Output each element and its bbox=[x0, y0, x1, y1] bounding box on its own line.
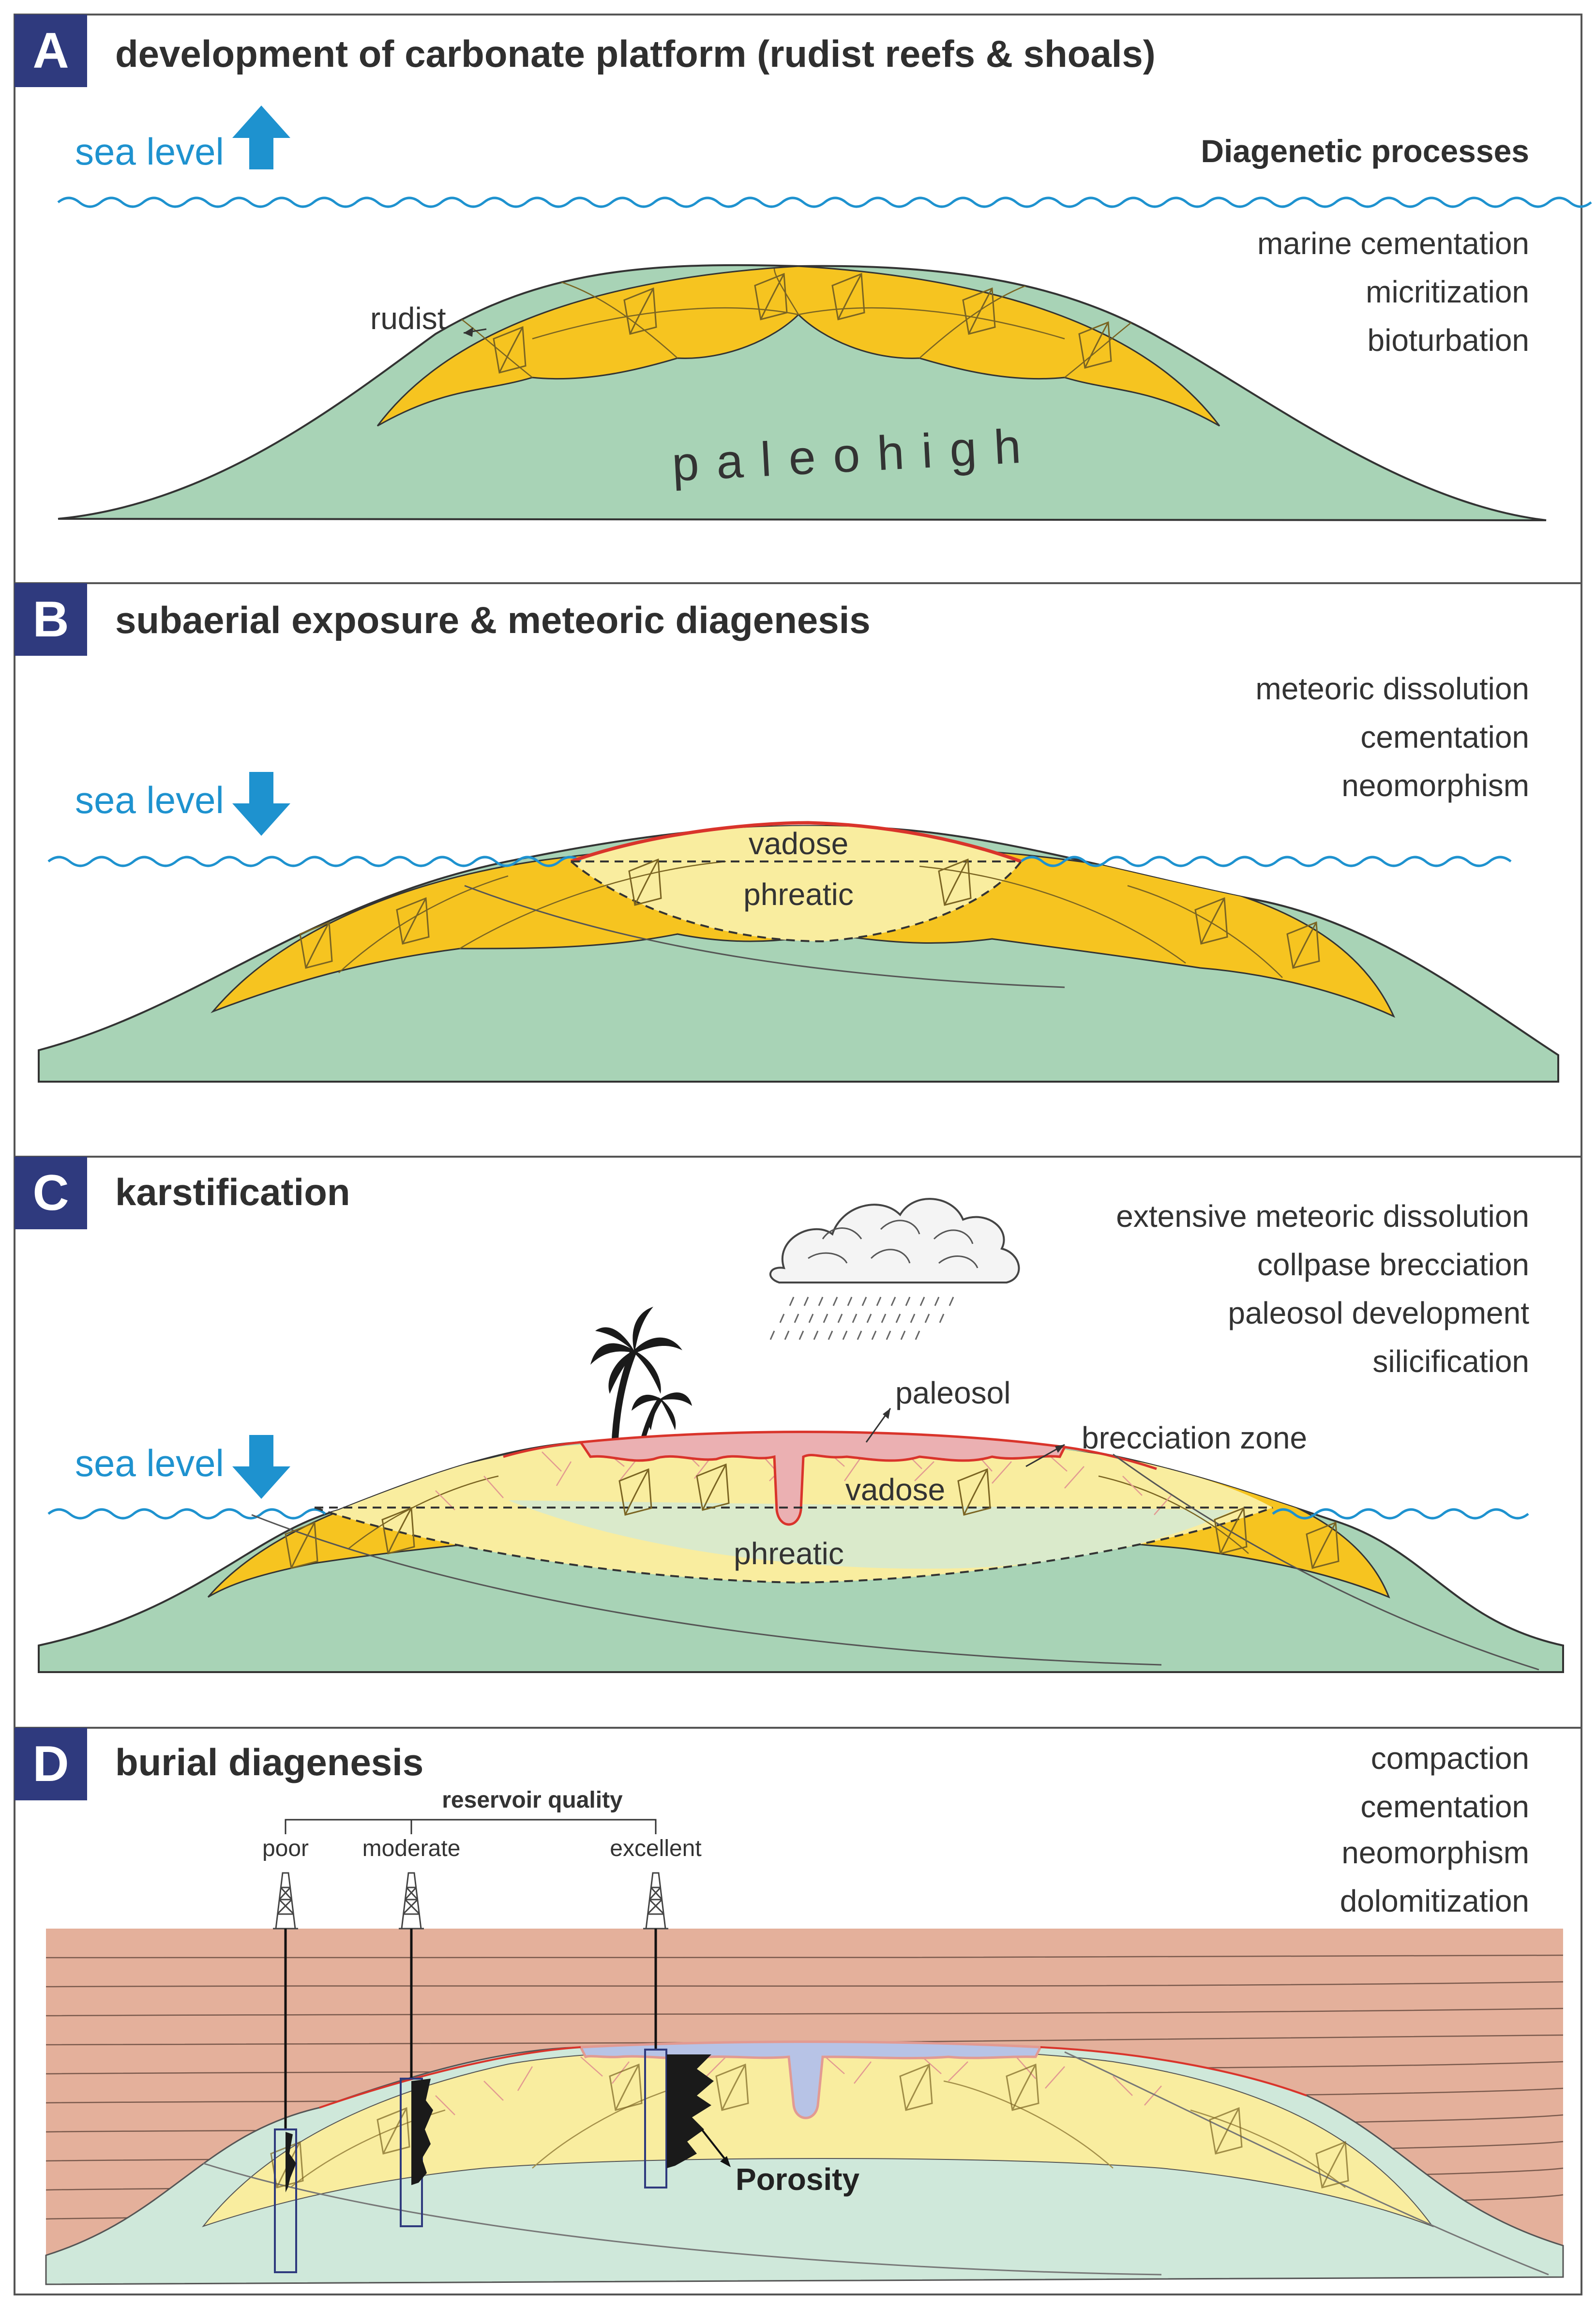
sea-level-line bbox=[57, 196, 1592, 208]
porosity-label: Porosity bbox=[736, 2162, 859, 2197]
process-item: paleosol development bbox=[1228, 1296, 1529, 1330]
reservoir-quality-label: reservoir quality bbox=[442, 1787, 623, 1813]
sea-level-line bbox=[47, 1508, 1529, 1520]
process-item: dolomitization bbox=[1340, 1884, 1529, 1918]
process-item: marine cementation bbox=[1257, 226, 1529, 261]
panel-d-title: burial diagenesis bbox=[115, 1741, 423, 1783]
panel-a-badge bbox=[15, 15, 87, 87]
panel-d-badge bbox=[15, 1728, 87, 1800]
panel-a-letter: A bbox=[32, 23, 69, 79]
well-log-box bbox=[644, 2049, 667, 2188]
well-moderate bbox=[398, 1872, 433, 2227]
rudist-reef-layer bbox=[376, 265, 1220, 427]
panel-a-title: development of carbonate platform (rudis… bbox=[115, 32, 1156, 75]
sea-level-label: sea level bbox=[75, 779, 224, 821]
buried-reef-layer bbox=[202, 2047, 1434, 2228]
exposed-zone bbox=[571, 826, 1021, 941]
panel-d: D burial diagenesis compaction cementati… bbox=[14, 1727, 1582, 2295]
panel-a: A development of carbonate platform (rud… bbox=[14, 14, 1592, 584]
well-label-excellent: excellent bbox=[610, 1836, 701, 1861]
rain-cloud-icon bbox=[769, 1198, 1020, 1340]
panel-b-title: subaerial exposure & meteoric diagenesis bbox=[115, 599, 871, 641]
panel-b-badge bbox=[15, 583, 87, 656]
panel-d-letter: D bbox=[32, 1736, 69, 1792]
porosity-log bbox=[286, 2132, 296, 2192]
process-item: collpase brecciation bbox=[1257, 1247, 1529, 1282]
process-item: meteoric dissolution bbox=[1255, 671, 1529, 706]
phreatic-label: phreatic bbox=[734, 1536, 844, 1571]
well-label-moderate: moderate bbox=[362, 1836, 461, 1861]
sea-level-line bbox=[47, 856, 1512, 867]
processes-title: Diagenetic processes bbox=[1201, 133, 1529, 169]
sea-level-label: sea level bbox=[75, 130, 224, 173]
process-item: neomorphism bbox=[1341, 1835, 1529, 1870]
panel-c-letter: C bbox=[32, 1165, 69, 1221]
rudist-label: rudist bbox=[370, 301, 446, 336]
brecciation-zone-label: brecciation zone bbox=[1082, 1420, 1307, 1455]
process-item: cementation bbox=[1360, 720, 1529, 755]
panel-c-title: karstification bbox=[115, 1171, 350, 1213]
process-item: cementation bbox=[1360, 1789, 1529, 1824]
reservoir-quality-bracket bbox=[285, 1819, 657, 1834]
well-label-poor: poor bbox=[262, 1836, 309, 1861]
water-table bbox=[314, 1507, 1273, 1584]
exposure-surface bbox=[570, 821, 1022, 863]
paleosol-layer bbox=[578, 1431, 1067, 1526]
arrow-down-icon bbox=[232, 1435, 290, 1499]
paleosol-label: paleosol bbox=[895, 1375, 1010, 1410]
porosity-log bbox=[667, 2054, 714, 2168]
arrow-up-icon bbox=[232, 106, 290, 169]
process-item: silicification bbox=[1372, 1344, 1529, 1379]
phreatic-label: phreatic bbox=[743, 877, 854, 912]
arrow-down-icon bbox=[232, 772, 290, 836]
panel-b-letter: B bbox=[32, 591, 69, 648]
sea-level-label: sea level bbox=[75, 1442, 224, 1484]
vadose-label: vadose bbox=[845, 1472, 945, 1507]
process-item: neomorphism bbox=[1341, 768, 1529, 803]
process-item: micritization bbox=[1366, 274, 1529, 309]
well-excellent bbox=[642, 1872, 714, 2188]
porosity-log bbox=[411, 2079, 433, 2185]
well-poor bbox=[272, 1872, 299, 2273]
process-item: bioturbation bbox=[1368, 323, 1529, 358]
process-item: compaction bbox=[1371, 1741, 1529, 1776]
well-log-box bbox=[274, 2128, 297, 2273]
vadose-label: vadose bbox=[749, 826, 848, 861]
panel-b: B subaerial exposure & meteoric diagenes… bbox=[14, 582, 1582, 1158]
porosity-pointer bbox=[701, 2128, 729, 2164]
panel-c: C karstification sea level extensive met… bbox=[14, 1156, 1582, 1729]
panel-c-badge bbox=[15, 1157, 87, 1229]
process-item: extensive meteoric dissolution bbox=[1116, 1199, 1529, 1234]
